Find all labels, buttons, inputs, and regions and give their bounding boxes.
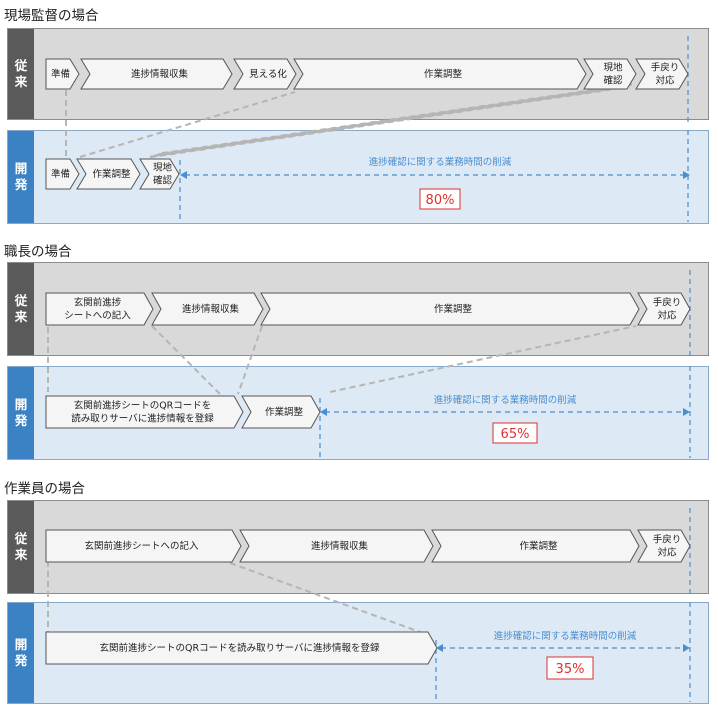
process-step-label: 準備 xyxy=(51,68,70,80)
developed-panel-foreman: 開発 xyxy=(7,366,709,460)
process-step-arrow xyxy=(233,58,297,90)
tab-label: 開発 xyxy=(14,161,28,192)
process-step-label: 玄関前進捗シートへの記入 xyxy=(64,296,131,321)
process-step-label: 玄関前進捗シートへの記入 xyxy=(84,540,199,552)
process-step-label: 作業調整 xyxy=(424,68,463,80)
process-step-arrow xyxy=(239,529,434,563)
tab-label: 従来 xyxy=(14,531,28,562)
process-step-arrow xyxy=(637,292,691,326)
process-step-arrow xyxy=(45,158,80,190)
reduction-arrow-head xyxy=(683,644,690,652)
process-step-arrow xyxy=(80,58,233,90)
process-step-label: 作業調整 xyxy=(434,303,473,315)
process-step-arrow xyxy=(45,292,154,326)
guide-line xyxy=(79,91,296,158)
process-step-label: 手戻り対応 xyxy=(653,296,682,321)
process-step-label: 作業調整 xyxy=(92,168,131,180)
process-step-arrow xyxy=(45,58,80,90)
section-title-worker: 作業員の場合 xyxy=(4,481,85,497)
process-step-arrow xyxy=(635,58,689,90)
reduction-arrow-head xyxy=(436,644,443,652)
tab-label: 開発 xyxy=(14,397,28,428)
reduction-label: 進捗確認に関する業務時間の削減 xyxy=(494,630,637,642)
process-step-label: 進捗情報収集 xyxy=(311,540,369,552)
process-step-label: 玄関前進捗シートのQRコードを読み取りサーバに進捗情報を登録 xyxy=(71,399,214,424)
process-step-arrow xyxy=(45,529,242,563)
conventional-tab: 従来 xyxy=(8,263,34,355)
guide-line xyxy=(161,83,633,155)
process-step-arrow xyxy=(293,58,587,90)
process-step-label: 進捗情報収集 xyxy=(182,303,240,315)
process-step-label: 手戻り対応 xyxy=(651,61,680,86)
process-step-label: 玄関前進捗シートのQRコードを読み取りサーバに進捗情報を登録 xyxy=(100,642,380,654)
process-step-arrow xyxy=(45,395,244,429)
guide-line xyxy=(329,325,637,393)
process-step-arrow xyxy=(637,529,691,563)
process-step-arrow xyxy=(260,292,640,326)
process-step-arrow xyxy=(76,158,141,190)
guide-line xyxy=(151,325,221,395)
conventional-tab: 従来 xyxy=(8,29,34,119)
process-step-arrow xyxy=(45,631,438,665)
process-step-arrow xyxy=(241,395,321,429)
process-step-arrow xyxy=(431,529,640,563)
process-step-arrow xyxy=(583,58,637,90)
process-step-label: 現地確認 xyxy=(603,61,623,86)
reduction-label: 進捗確認に関する業務時間の削減 xyxy=(369,156,512,168)
process-step-label: 進捗情報収集 xyxy=(131,68,189,80)
reduction-arrow-head xyxy=(683,171,690,179)
percent-value: 80% xyxy=(426,193,455,208)
percent-value: 35% xyxy=(556,662,585,677)
conventional-tab: 従来 xyxy=(8,501,34,593)
guide-line xyxy=(237,325,263,395)
reduction-arrow-head xyxy=(683,408,690,416)
percent-value: 65% xyxy=(501,427,530,442)
tab-label: 開発 xyxy=(14,637,28,668)
guide-line xyxy=(229,562,421,633)
process-step-label: 見える化 xyxy=(249,68,287,80)
tab-label: 従来 xyxy=(14,58,28,89)
process-step-arrow xyxy=(151,292,264,326)
reduction-label: 進捗確認に関する業務時間の削減 xyxy=(434,394,577,406)
process-step-label: 手戻り対応 xyxy=(653,533,682,558)
reduction-arrow-head xyxy=(320,408,327,416)
process-step-arrow xyxy=(139,158,180,190)
section-title-supervisor: 現場監督の場合 xyxy=(4,8,99,24)
percent-box xyxy=(546,656,594,680)
process-step-label: 現地確認 xyxy=(153,161,173,186)
developed-tab: 開発 xyxy=(8,131,34,223)
percent-box xyxy=(419,188,461,210)
developed-tab: 開発 xyxy=(8,367,34,459)
process-step-label: 作業調整 xyxy=(265,406,304,418)
process-step-label: 準備 xyxy=(51,168,70,180)
percent-box xyxy=(492,422,538,444)
developed-tab: 開発 xyxy=(8,603,34,703)
reduction-arrow-head xyxy=(180,171,187,179)
tab-label: 従来 xyxy=(14,293,28,324)
section-title-foreman: 職長の場合 xyxy=(4,244,72,260)
process-step-label: 作業調整 xyxy=(519,540,558,552)
